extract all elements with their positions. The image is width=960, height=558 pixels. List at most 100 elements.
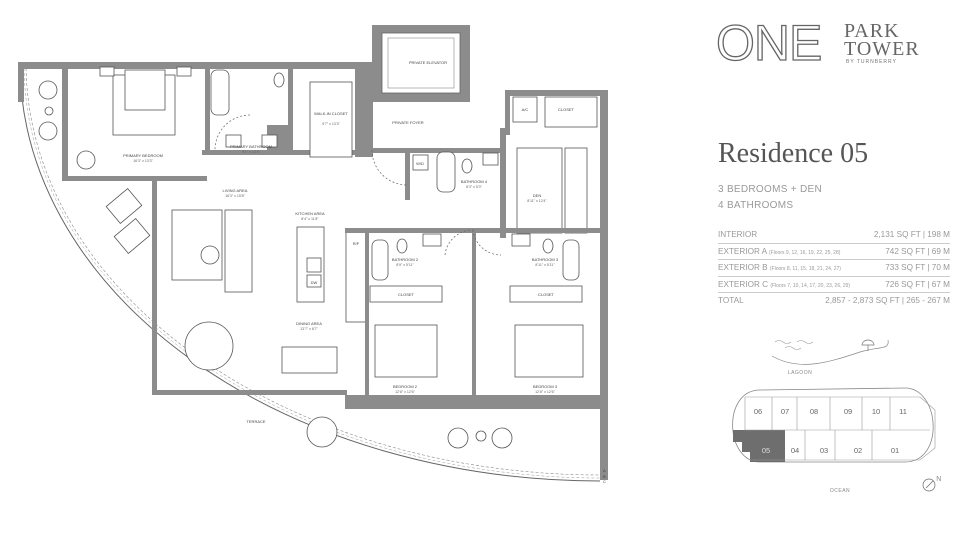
elevator-car	[381, 32, 461, 94]
door-swing	[444, 229, 474, 256]
compass-needle	[925, 480, 934, 489]
dim-living-area: 16'3" x 15'8"	[225, 194, 245, 198]
unit-05-highlight	[733, 430, 785, 462]
logo-one: ONE	[715, 15, 823, 71]
wall	[355, 62, 373, 157]
toilet	[273, 72, 285, 88]
terrace-chair	[447, 427, 469, 449]
door-swing	[214, 114, 251, 151]
bed	[124, 69, 166, 111]
bedrooms-count: 3 BEDROOMS + DEN	[718, 184, 822, 195]
label-den: DEN	[533, 193, 542, 198]
unit-10: 10	[872, 407, 880, 416]
sink	[261, 134, 278, 148]
label-bathroom-4: BATHROOM 4	[461, 179, 488, 184]
lounger	[113, 218, 151, 254]
area-value: 733 SQ FT | 70 M	[885, 263, 950, 272]
label-terrace: TERRACE	[246, 419, 265, 424]
unit-05: 05	[762, 446, 770, 455]
marker-c: C	[603, 479, 606, 484]
dining-table	[281, 346, 338, 374]
area-label: EXTERIOR A	[718, 246, 767, 256]
wall	[500, 128, 506, 238]
lagoon-label: LAGOON	[788, 370, 812, 376]
area-label: INTERIOR	[718, 230, 758, 239]
unit-02: 02	[854, 446, 862, 455]
label-closet-3: CLOSET	[538, 292, 555, 297]
sink	[482, 152, 499, 166]
ocean-label: OCEAN	[830, 488, 850, 494]
building-outline	[732, 387, 934, 463]
label-bathroom-3: BATHROOM 3	[532, 257, 559, 262]
unit-08: 08	[810, 407, 818, 416]
dim-bedroom-2: 12'8" x 12'6"	[395, 390, 415, 394]
marker-a: A	[603, 468, 606, 473]
dim-den: 8'11" x 12'4"	[527, 199, 547, 203]
wall	[62, 62, 68, 180]
label-dw: DW	[311, 280, 318, 285]
logo-tower: TOWER	[844, 38, 920, 60]
area-row: EXTERIOR A (Floors 9, 12, 16, 19, 22, 25…	[718, 244, 950, 260]
label-ac: A/C	[522, 107, 529, 112]
label-bedroom-3: BEDROOM 3	[533, 384, 558, 389]
nightstand	[176, 66, 192, 77]
terrace-table	[306, 416, 338, 448]
door-swing	[371, 149, 408, 186]
bathtub	[562, 239, 580, 281]
floor-plan: PRIMARY BEDROOM 16'3" x 13'3" PRIMARY BA…	[18, 25, 608, 484]
bathtub	[371, 239, 389, 281]
area-floors: (Floors 8, 11, 15, 18, 21, 24, 27)	[769, 266, 841, 272]
sofa-chaise	[224, 209, 253, 293]
logo-park: PARK	[844, 20, 900, 42]
wave-icon	[774, 340, 814, 350]
unit-01: 01	[891, 446, 899, 455]
label-bathroom-2: BATHROOM 2	[392, 257, 419, 262]
dim-walk-in-closet: 9'7" x 13'3"	[322, 122, 340, 126]
unit-07: 07	[781, 407, 789, 416]
terrace-line-a	[25, 62, 601, 476]
toilet	[542, 238, 554, 254]
wall	[267, 125, 289, 155]
north-label: N	[936, 476, 942, 483]
compass-icon	[922, 478, 936, 492]
label-bedroom-2: BEDROOM 2	[393, 384, 418, 389]
washer-dryer	[412, 154, 429, 171]
unit-06: 06	[754, 407, 762, 416]
wall	[62, 176, 207, 181]
residence-title: Residence 05	[718, 138, 869, 169]
lounger	[105, 188, 143, 224]
area-value: 742 SQ FT | 69 M	[885, 246, 950, 256]
area-floors: (Floors 9, 12, 16, 19, 22, 25, 28)	[768, 249, 841, 256]
label-living-area: LIVING AREA	[223, 188, 248, 193]
door-swing	[472, 229, 502, 256]
area-table: INTERIOR 2,131 SQ FT | 198 M EXTERIOR A (…	[718, 227, 950, 309]
marker-b: B	[603, 474, 606, 479]
label-private-elevator: PRIVATE ELEVATOR	[409, 60, 447, 65]
bathtub	[436, 151, 456, 193]
area-value: 726 SQ FT | 67 M	[885, 279, 950, 289]
terrace-chair	[38, 80, 58, 100]
wall	[505, 90, 608, 96]
label-primary-bedroom: PRIMARY BEDROOM	[123, 153, 163, 158]
area-row: EXTERIOR C (Floors 7, 10, 14, 17, 20, 23…	[718, 277, 950, 293]
label-walk-in-closet: WALK-IN CLOSET	[314, 111, 348, 116]
wall	[405, 150, 410, 200]
label-primary-bathroom: PRIMARY BATHROOM	[230, 144, 272, 149]
area-value: 2,131 SQ FT | 198 M	[873, 230, 950, 239]
area-row: EXTERIOR B (Floors 8, 11, 15, 18, 21, 24…	[718, 260, 950, 277]
area-label: EXTERIOR B	[718, 263, 768, 272]
sink	[225, 134, 242, 148]
wall	[288, 65, 293, 155]
kitchen-sink	[306, 257, 322, 273]
bathtub	[210, 69, 230, 116]
dim-bathroom-3: 8'11" x 5'11"	[535, 263, 555, 267]
wall	[505, 90, 510, 135]
coffee-table	[200, 245, 220, 265]
unit-03: 03	[820, 446, 828, 455]
closet-island	[309, 81, 353, 158]
umbrella-icon	[861, 339, 875, 351]
area-label: EXTERIOR C	[718, 279, 769, 289]
logo-by-turnberry: BY TURNBERRY	[846, 59, 897, 65]
dim-bathroom-2: 8'9" x 5'11"	[396, 263, 414, 267]
